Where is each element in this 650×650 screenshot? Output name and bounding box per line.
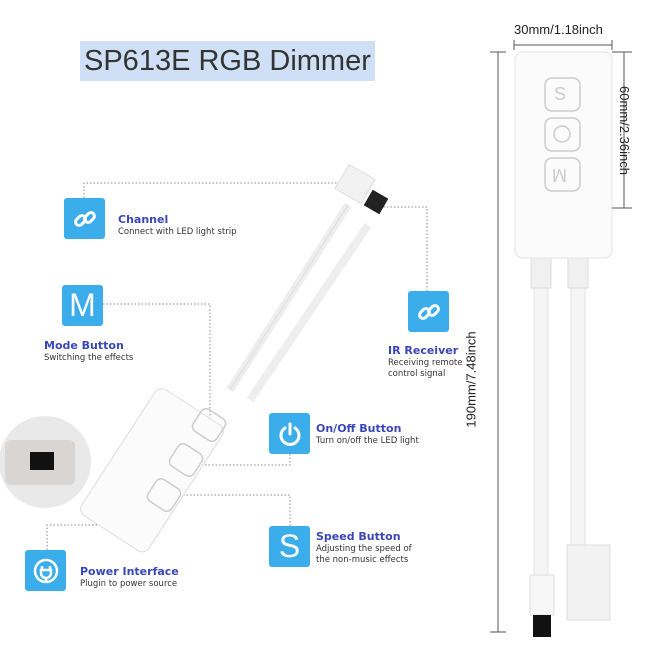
- plug-icon: [25, 550, 66, 591]
- mode-label: Mode Button Switching the effects: [44, 339, 133, 364]
- length-dimension: 190mm/7.48inch: [463, 331, 479, 428]
- dimension-lines: [490, 40, 632, 633]
- page-title: SP613E RGB Dimmer: [80, 41, 375, 81]
- power-title: Power Interface: [80, 565, 179, 578]
- ir-desc: control signal: [388, 369, 446, 379]
- link-icon: [408, 291, 449, 332]
- width-dimension: 30mm/1.18inch: [514, 22, 603, 37]
- leader-lines: [46, 182, 428, 550]
- onoff-desc: Turn on/off the LED light: [316, 436, 419, 446]
- channel-title: Channel: [118, 213, 169, 226]
- speed-desc: the non-music effects: [316, 555, 409, 565]
- device-button-m: M: [552, 165, 567, 185]
- speed-desc: Adjusting the speed of: [316, 544, 412, 554]
- channel-desc: Connect with LED light strip: [118, 227, 237, 237]
- speed-title: Speed Button: [316, 530, 401, 543]
- onoff-label: On/Off Button Turn on/off the LED light: [316, 422, 419, 447]
- power-label: Power Interface Plugin to power source: [80, 565, 179, 590]
- front-view-controller: [514, 51, 613, 637]
- power-desc: Plugin to power source: [80, 579, 178, 589]
- diagonal-controller: [80, 163, 389, 553]
- ir-title: IR Receiver: [388, 344, 459, 357]
- speed-label: Speed Button Adjusting the speed of the …: [316, 530, 412, 566]
- power-jack-inset: [0, 416, 91, 508]
- height-dimension: 60mm/2.36inch: [616, 86, 632, 175]
- mode-icon: M: [62, 285, 103, 326]
- speed-icon: S: [269, 526, 310, 567]
- onoff-title: On/Off Button: [316, 422, 402, 435]
- mode-title: Mode Button: [44, 339, 124, 352]
- ir-desc: Receiving remote: [388, 358, 463, 368]
- channel-label: Channel Connect with LED light strip: [118, 213, 237, 238]
- link-icon: [64, 198, 105, 239]
- device-button-s: S: [554, 84, 567, 104]
- power-icon: [269, 413, 310, 454]
- mode-desc: Switching the effects: [44, 353, 134, 363]
- ir-label: IR Receiver Receiving remote control sig…: [388, 344, 462, 380]
